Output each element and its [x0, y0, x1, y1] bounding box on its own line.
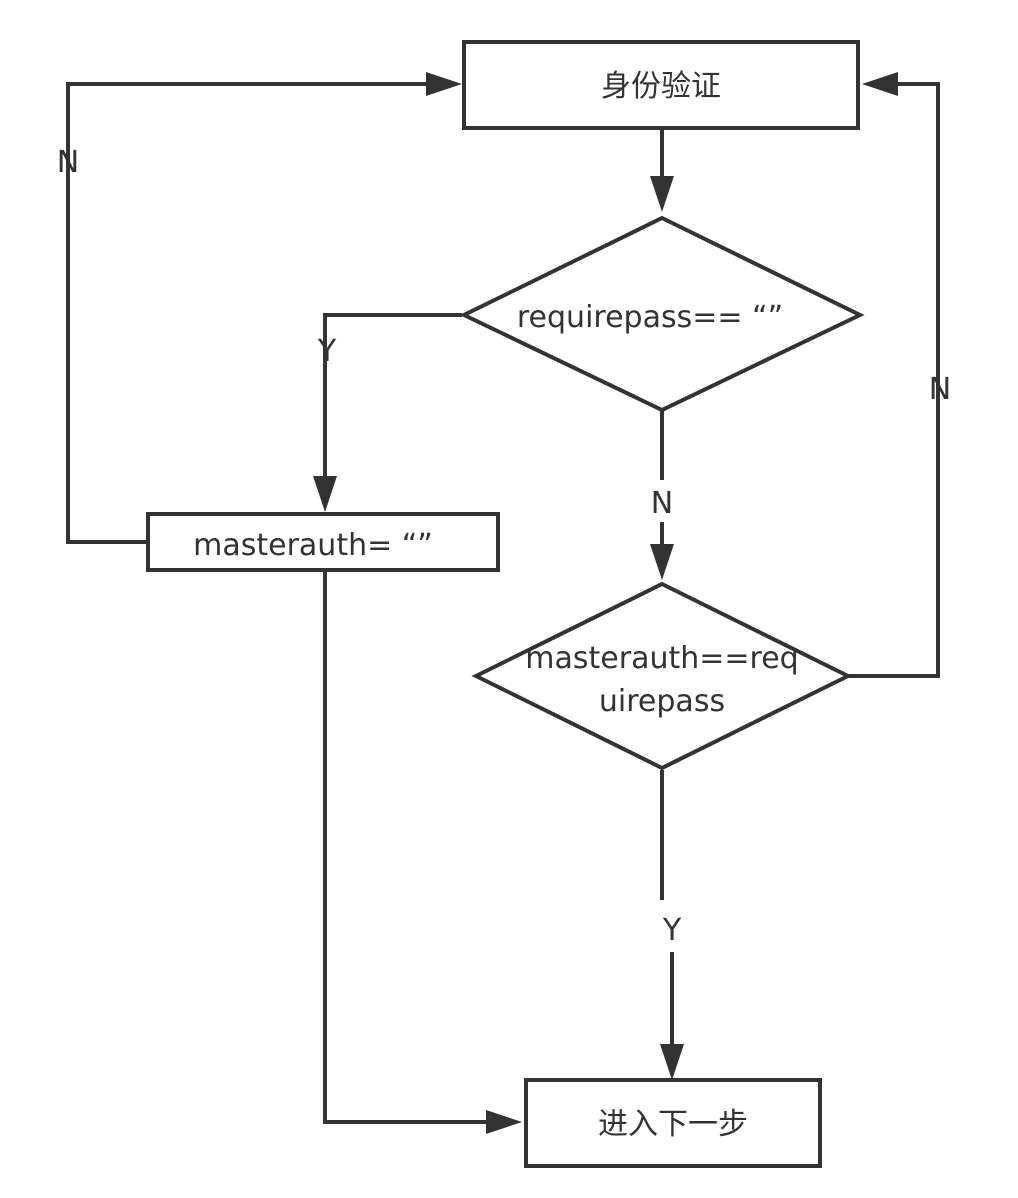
arrowhead-left-loop — [426, 72, 462, 96]
requirepass-decision — [459, 215, 865, 413]
edge-requirepass-yes — [323, 313, 462, 480]
masterauth-label-line2: uirepass — [599, 684, 725, 719]
edge-label-left-loop: N — [57, 145, 79, 180]
edge-label-requirepass-no: N — [651, 486, 673, 521]
arrowhead-requirepass-no — [650, 544, 674, 580]
masterauth-decision — [471, 581, 853, 771]
auth-box — [462, 40, 860, 130]
edge-right-loop — [848, 82, 940, 678]
masterauth-label-line1: masterauth==req — [525, 641, 798, 676]
edge-left-loop — [66, 82, 430, 544]
edge-label-right-loop: N — [929, 372, 951, 407]
arrowhead-masterauth-empty-to-next — [486, 1110, 522, 1134]
requirepass-label: requirepass== “” — [517, 300, 783, 335]
next-step-label: 进入下一步 — [598, 1107, 748, 1142]
edge-label-masterauth-yes: Y — [662, 913, 682, 948]
arrowhead-right-loop — [862, 72, 898, 96]
masterauth-empty-label: masterauth= “” — [193, 528, 433, 563]
auth-label: 身份验证 — [601, 69, 721, 104]
masterauth-empty-box — [146, 512, 500, 572]
next-step-box — [524, 1078, 822, 1168]
arrowhead-auth-to-requirepass — [650, 176, 674, 212]
arrowhead-requirepass-yes — [313, 476, 337, 512]
edge-masterauth-empty-to-next — [323, 570, 490, 1124]
arrowhead-masterauth-yes — [660, 1044, 684, 1080]
edge-label-requirepass-yes: Y — [317, 334, 337, 369]
